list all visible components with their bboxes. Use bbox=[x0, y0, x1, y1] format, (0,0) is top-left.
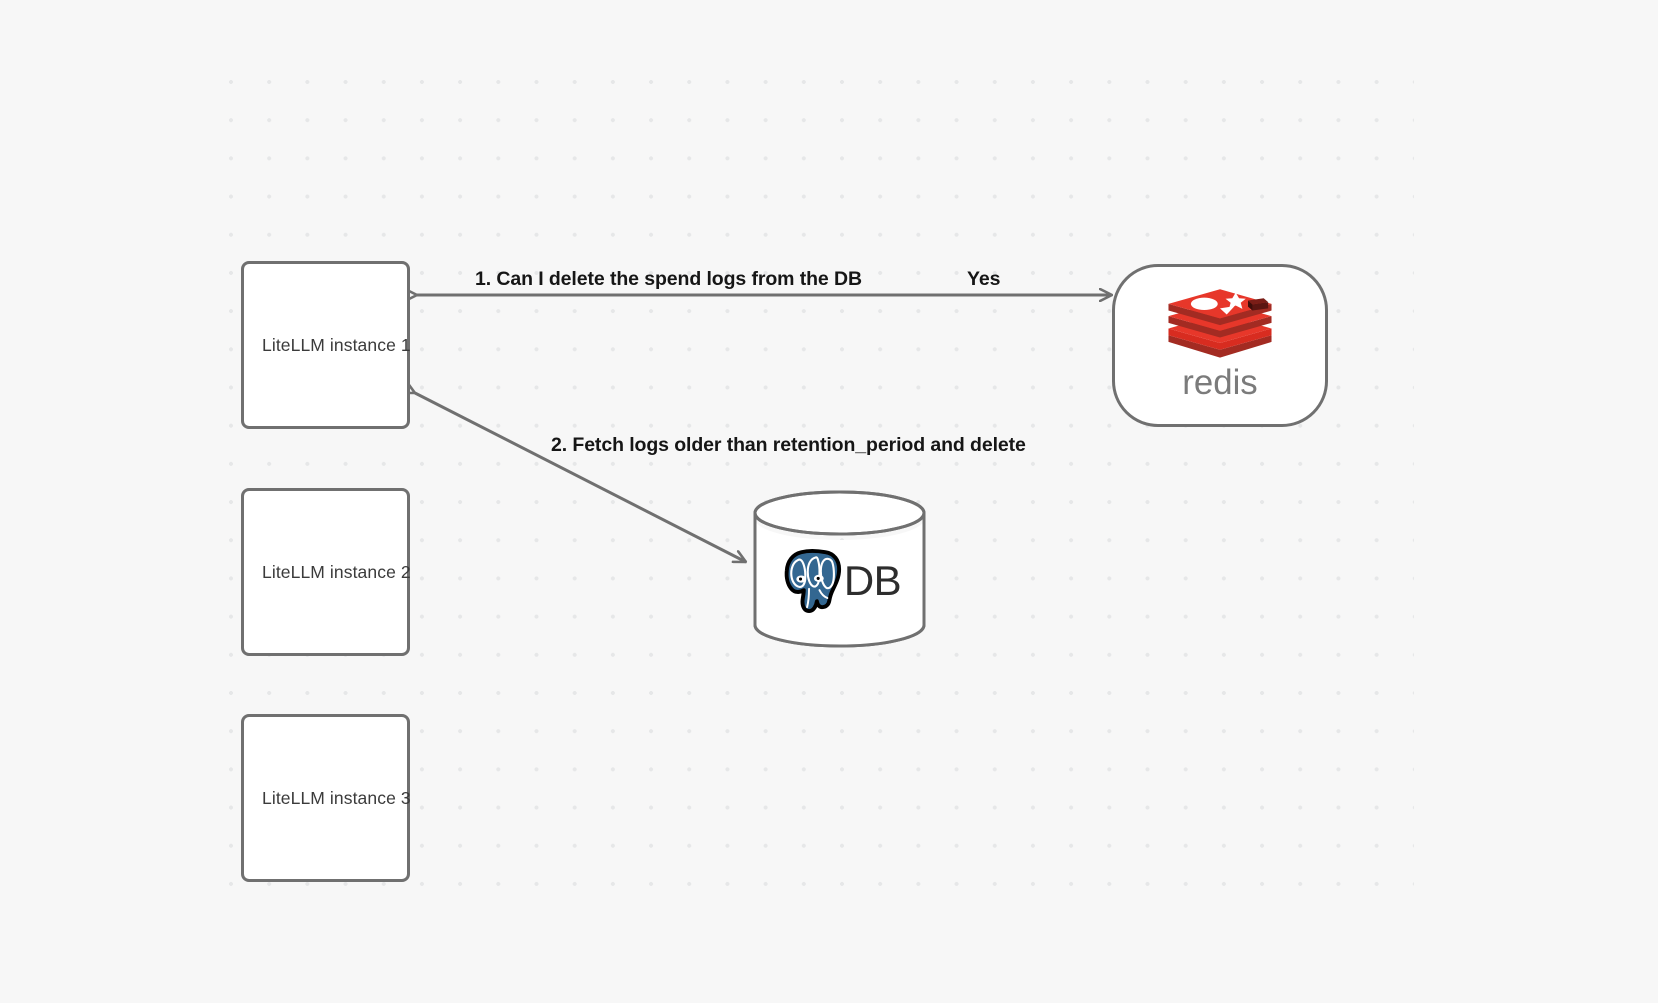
postgresql-elephant-icon bbox=[784, 549, 841, 614]
db-content: DB bbox=[752, 525, 927, 637]
node-litellm-instance-1[interactable]: LiteLLM instance 1 bbox=[241, 261, 411, 429]
redis-logo-group: redis bbox=[1115, 267, 1325, 424]
edge-litellm1-db[interactable] bbox=[415, 393, 746, 564]
redis-wordmark: redis bbox=[1182, 363, 1257, 402]
node-label-litellm-2: LiteLLM instance 2 bbox=[262, 561, 411, 582]
node-database[interactable]: DB bbox=[752, 489, 927, 649]
edge-label-yes: Yes bbox=[967, 268, 1001, 290]
svg-text:redis: redis bbox=[1182, 363, 1257, 402]
edge-label-step-1: 1. Can I delete the spend logs from the … bbox=[475, 268, 862, 290]
node-litellm-instance-2[interactable]: LiteLLM instance 2 bbox=[241, 488, 411, 656]
node-litellm-instance-3[interactable]: LiteLLM instance 3 bbox=[241, 714, 411, 882]
db-label: DB bbox=[843, 557, 902, 604]
edge-label-step-2: 2. Fetch logs older than retention_perio… bbox=[551, 434, 1026, 456]
redis-logo-icon bbox=[1168, 289, 1272, 358]
node-label-litellm-3: LiteLLM instance 3 bbox=[262, 787, 411, 808]
node-label-litellm-1: LiteLLM instance 1 bbox=[262, 334, 411, 355]
node-redis[interactable]: redis bbox=[1112, 264, 1328, 427]
cylinder-shape-icon bbox=[753, 490, 926, 648]
